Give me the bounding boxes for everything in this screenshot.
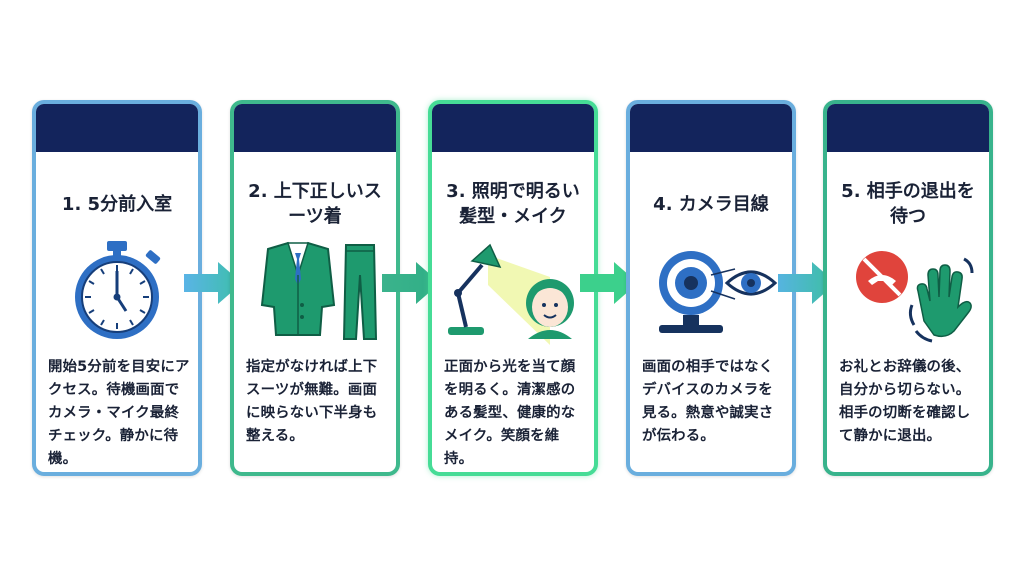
step-title: 3. 照明で明るい髪型・メイク xyxy=(446,181,580,227)
step-card-1: 1. 5分前入室 開始5分前を目安にアクセス。待機画面でカメラ・マイク最終チェッ… xyxy=(32,100,202,476)
end-call-wave-icon xyxy=(827,234,989,346)
step-description: お礼とお辞儀の後、自分から切らない。相手の切断を確認して静かに退出。 xyxy=(839,359,971,444)
card-header-band xyxy=(36,104,198,152)
step-card-5: 5. 相手の退出を待つ お礼とお辞儀の後、自分から切らない。相手の切断を確認して… xyxy=(823,100,993,476)
card-header-band xyxy=(432,104,594,152)
step-card-4: 4. カメラ目線 画面の相手ではなくデバイスのカメラを見る。熱意や誠実さが伝わる… xyxy=(626,100,796,476)
step-card-3: 3. 照明で明るい髪型・メイク 正面から光を当て顔を明るく。清潔感のある髪型、健… xyxy=(428,100,598,476)
step-description: 正面から光を当て顔を明るく。清潔感のある髪型、健康的なメイク。笑顔を維持。 xyxy=(444,359,576,467)
step-card-2: 2. 上下正しいスーツ着 指定がなければ上下スーツが無難。画面に映らない下半身も… xyxy=(230,100,400,476)
card-header-band xyxy=(630,104,792,152)
step-title: 5. 相手の退出を待つ xyxy=(841,181,975,227)
arrow-right-icon xyxy=(580,262,638,304)
desk-lamp-face-icon xyxy=(432,234,594,346)
card-header-band xyxy=(827,104,989,152)
step-title: 2. 上下正しいスーツ着 xyxy=(248,181,382,227)
step-description: 指定がなければ上下スーツが無難。画面に映らない下半身も整える。 xyxy=(246,359,378,444)
step-title: 1. 5分前入室 xyxy=(61,193,173,215)
card-header-band xyxy=(234,104,396,152)
suit-icon xyxy=(234,234,396,346)
arrow-right-icon xyxy=(184,262,242,304)
step-description: 画面の相手ではなくデバイスのカメラを見る。熱意や誠実さが伝わる。 xyxy=(642,359,774,444)
webcam-eye-icon xyxy=(630,234,792,346)
step-description: 開始5分前を目安にアクセス。待機画面でカメラ・マイク最終チェック。静かに待機。 xyxy=(48,359,190,467)
arrow-right-icon xyxy=(778,262,836,304)
arrow-right-icon xyxy=(382,262,440,304)
step-title: 4. カメラ目線 xyxy=(653,193,769,215)
stopwatch-icon xyxy=(36,234,198,346)
